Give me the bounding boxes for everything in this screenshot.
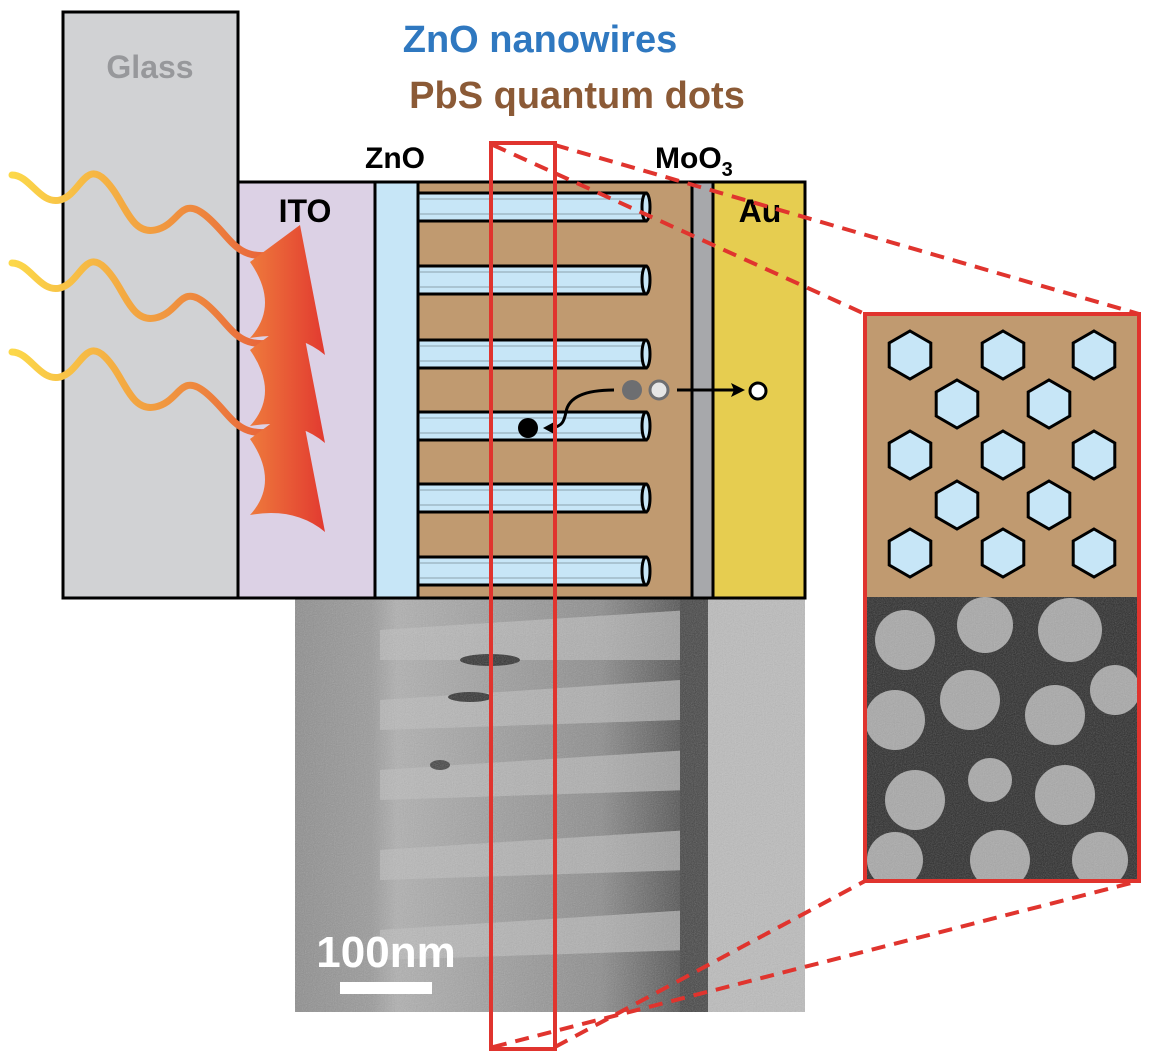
nanowire-cross-section (887, 527, 933, 579)
highlight-box (489, 141, 557, 1051)
top-view-inset (863, 312, 1141, 883)
inset-frame (863, 312, 1141, 883)
nanowire-cross-section (1071, 527, 1117, 579)
nanowire-cross-section (887, 429, 933, 481)
nanowire-cross-section (1026, 378, 1072, 430)
nanowire-cross-section (1071, 329, 1117, 381)
ito-label: ITO (279, 193, 332, 229)
nanowire (416, 482, 652, 514)
nanowire-cross-section (887, 329, 933, 381)
moo3-label: MoO3 (655, 142, 733, 181)
zno-layer (373, 180, 420, 600)
scale-bar (340, 982, 432, 994)
light-arrow-icon (250, 313, 325, 443)
nanowire-hexagon-pattern (887, 329, 1117, 579)
nanowire (416, 264, 652, 296)
electron (518, 418, 538, 438)
hole (748, 381, 768, 401)
sem-cross-section-image (295, 598, 805, 1012)
nanowire-cross-section (980, 329, 1026, 381)
light-wave (8, 258, 325, 443)
nanowire-cross-section (1071, 429, 1117, 481)
zoom-indicator (489, 141, 1140, 1051)
nanowire-cross-section (980, 527, 1026, 579)
light-arrow-icon (250, 402, 325, 532)
scale-bar-label: 100nm (316, 928, 455, 977)
glass-label: Glass (106, 49, 193, 85)
nanowire (416, 338, 652, 370)
title-pbs-quantum-dots: PbS quantum dots (409, 75, 745, 117)
nanowire (416, 555, 652, 587)
au-label: Au (739, 193, 782, 229)
light-wave (8, 170, 325, 355)
electron-in-dot (622, 380, 642, 400)
incident-light (8, 170, 325, 532)
nanowire-cross-section (934, 378, 980, 430)
charge-separation (518, 379, 768, 438)
nanowire-cross-section (934, 479, 980, 531)
zno-label: ZnO (365, 142, 425, 175)
title-zno-nanowires: ZnO nanowires (403, 19, 677, 61)
light-arrow-icon (250, 225, 325, 355)
nanowire (416, 191, 652, 223)
nanowire-cross-section (980, 429, 1026, 481)
nanowire-cross-section (1026, 479, 1072, 531)
hole-in-dot (648, 379, 670, 401)
electron-path-arrow (551, 388, 615, 430)
sem-top-view-image (865, 597, 1139, 881)
light-wave (8, 347, 325, 532)
